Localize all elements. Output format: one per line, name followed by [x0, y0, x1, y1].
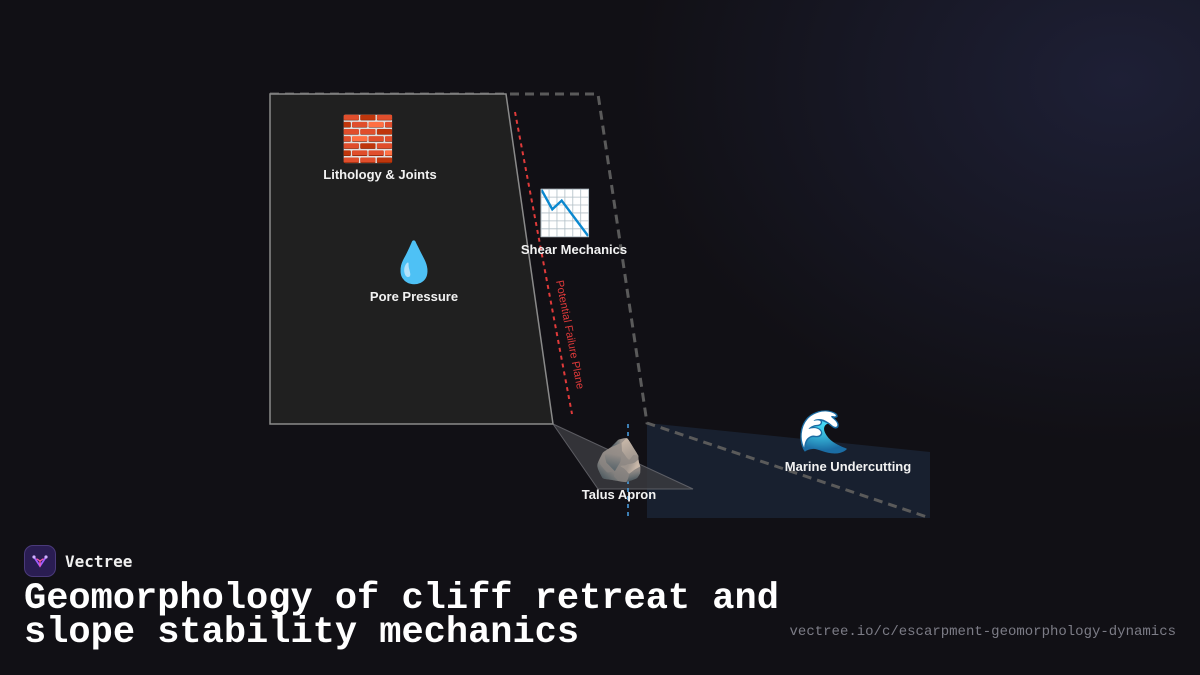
node-lithology: 🧱 Lithology & Joints [323, 114, 436, 182]
cliff-diagram: Potential Failure Plane 🧱 Lithology & Jo… [269, 92, 931, 520]
wave-icon: 🌊 [798, 407, 850, 456]
droplet-icon: 💧 [389, 239, 439, 286]
brand: Vectree [24, 544, 132, 578]
chart-decreasing-icon: 📉 [538, 188, 593, 239]
cliff-mass [269, 93, 554, 425]
rock-icon: 🪨 [594, 435, 646, 484]
brand-name: Vectree [65, 551, 133, 571]
node-talus: 🪨 Talus Apron [582, 435, 656, 502]
vectree-logo-icon [24, 545, 56, 577]
node-marine: 🌊 Marine Undercutting [785, 407, 911, 474]
talus-apron-shape [551, 422, 694, 490]
node-label-marine: Marine Undercutting [785, 459, 911, 474]
page-title: Geomorphology of cliff retreat and slope… [24, 578, 779, 654]
node-label-lithology: Lithology & Joints [323, 167, 436, 182]
node-label-talus: Talus Apron [582, 487, 656, 502]
brick-icon: 🧱 [341, 114, 396, 165]
node-label-shear: Shear Mechanics [521, 242, 627, 257]
node-shear: 📉 Shear Mechanics [521, 188, 627, 257]
page-url[interactable]: vectree.io/c/escarpment-geomorphology-dy… [789, 624, 1176, 640]
node-label-pore: Pore Pressure [370, 289, 458, 304]
failure-plane-line [514, 111, 573, 415]
node-pore: 💧 Pore Pressure [370, 239, 458, 304]
